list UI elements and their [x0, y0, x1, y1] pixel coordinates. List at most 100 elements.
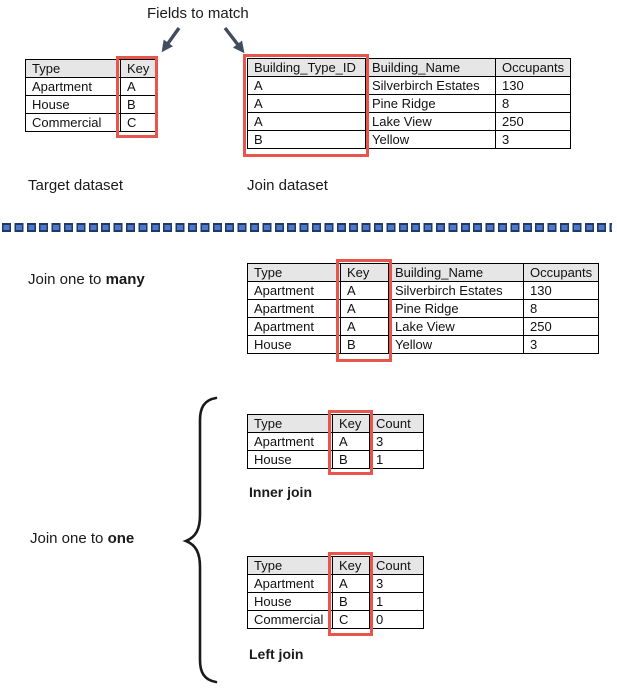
- table-cell: Apartment: [247, 281, 341, 300]
- table-cell: 8: [495, 94, 571, 113]
- column-header: Count: [369, 556, 424, 575]
- table-cell: C: [120, 113, 157, 132]
- table-cell: 3: [369, 574, 424, 593]
- column-header: Key: [340, 263, 389, 282]
- table-cell: Commercial: [25, 113, 121, 132]
- join-one-to-one-prefix: Join one to: [30, 530, 108, 547]
- join-one-to-many-label: Join one to many: [28, 271, 145, 288]
- column-header: Building_Name: [388, 263, 524, 282]
- column-header: Occupants: [495, 58, 571, 77]
- target-dataset-label: Target dataset: [28, 177, 124, 194]
- table-cell: B: [247, 130, 366, 149]
- column-header: Type: [25, 59, 121, 78]
- join-one-to-one-label: Join one to one: [30, 530, 134, 547]
- table-cell: House: [247, 450, 333, 469]
- table-cell: 0: [369, 610, 424, 629]
- column-header: Key: [120, 59, 157, 78]
- arrow-down-left-icon: [161, 27, 181, 53]
- table-cell: Lake View: [388, 317, 524, 336]
- table-cell: House: [25, 95, 121, 114]
- column-header: Building_Type_ID: [247, 58, 366, 77]
- table-cell: Yellow: [388, 335, 524, 354]
- table-cell: A: [247, 112, 366, 131]
- inner-join-label: Inner join: [249, 484, 312, 500]
- table-cell: Apartment: [247, 299, 341, 318]
- column-header: Key: [332, 556, 370, 575]
- table-cell: Commercial: [247, 610, 333, 629]
- left-join-label: Left join: [249, 646, 304, 662]
- table-cell: 3: [523, 335, 599, 354]
- table-cell: Apartment: [247, 574, 333, 593]
- table-cell: A: [340, 317, 389, 336]
- table-cell: Pine Ridge: [388, 299, 524, 318]
- fields-to-match-title: Fields to match: [147, 5, 249, 22]
- table-cell: B: [340, 335, 389, 354]
- table-cell: A: [332, 574, 370, 593]
- table-cell: House: [247, 592, 333, 611]
- table-cell: A: [332, 432, 370, 451]
- table-cell: B: [332, 450, 370, 469]
- column-header: Count: [369, 414, 424, 433]
- curly-brace-icon: [182, 396, 218, 684]
- table-cell: 8: [523, 299, 599, 318]
- table-cell: Apartment: [247, 432, 333, 451]
- table-cell: A: [340, 281, 389, 300]
- table-cell: B: [332, 592, 370, 611]
- column-header: Occupants: [523, 263, 599, 282]
- table-cell: Silverbirch Estates: [365, 76, 496, 95]
- join-one-to-many-prefix: Join one to: [28, 271, 106, 288]
- arrow-down-right-icon: [223, 26, 245, 54]
- table-cell: Yellow: [365, 130, 496, 149]
- column-header: Type: [247, 414, 333, 433]
- table-cell: A: [247, 94, 366, 113]
- column-header: Type: [247, 556, 333, 575]
- column-header: Building_Name: [365, 58, 496, 77]
- table-cell: 1: [369, 450, 424, 469]
- table-cell: 250: [495, 112, 571, 131]
- table-cell: A: [247, 76, 366, 95]
- table-cell: Lake View: [365, 112, 496, 131]
- join-one-to-many-bold: many: [105, 271, 145, 288]
- table-cell: 1: [369, 592, 424, 611]
- column-header: Type: [247, 263, 341, 282]
- table-cell: House: [247, 335, 341, 354]
- table-cell: 3: [369, 432, 424, 451]
- table-cell: A: [120, 77, 157, 96]
- table-cell: B: [120, 95, 157, 114]
- table-cell: 130: [523, 281, 599, 300]
- table-cell: Pine Ridge: [365, 94, 496, 113]
- field-match-arrows: [161, 26, 245, 54]
- table-cell: C: [332, 610, 370, 629]
- table-cell: A: [340, 299, 389, 318]
- join-one-to-one-bold: one: [107, 530, 135, 547]
- section-divider: [2, 223, 612, 232]
- table-cell: Silverbirch Estates: [388, 281, 524, 300]
- table-cell: Apartment: [247, 317, 341, 336]
- table-cell: 130: [495, 76, 571, 95]
